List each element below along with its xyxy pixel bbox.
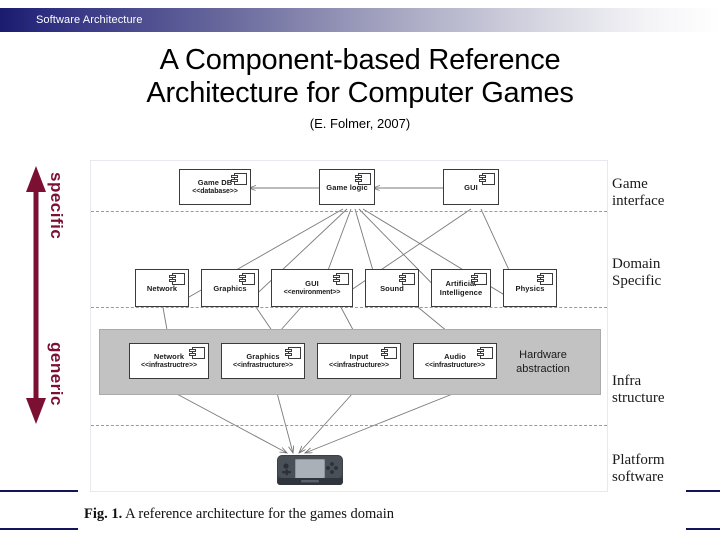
uml-component-icon: [381, 347, 397, 359]
component-name: Network: [146, 283, 178, 293]
layer-caption-line-1: Platform: [612, 452, 665, 468]
component-graphics-infrastructure[interactable]: Graphics <<infrastructure>>: [221, 343, 305, 379]
component-graphics-domain[interactable]: Graphics: [201, 269, 259, 307]
layer-caption-domain-specific: Domain Specific: [612, 256, 661, 290]
layer-caption-line-1: Game: [612, 176, 648, 192]
uml-component-icon: [537, 273, 553, 285]
uml-component-icon: [169, 273, 185, 285]
component-audio-infrastructure[interactable]: Audio <<infrastructure>>: [413, 343, 497, 379]
footer-rule-right-top: [686, 490, 720, 492]
figure-caption-text: A reference architecture for the games d…: [122, 506, 395, 522]
layer-divider-domain-specific: [91, 307, 607, 308]
component-name: Input: [349, 352, 369, 361]
layer-divider-game-interface: [91, 211, 607, 212]
uml-component-icon: [477, 347, 493, 359]
component-input-infrastructure[interactable]: Input <<infrastructure>>: [317, 343, 401, 379]
header-bar: Software Architecture: [0, 8, 720, 32]
layer-caption-line-1: Domain: [612, 256, 661, 272]
component-name: Network: [153, 352, 185, 361]
layer-caption-line-2: structure: [612, 390, 665, 406]
component-network-infrastructure[interactable]: Network <<infrastructre>>: [129, 343, 209, 379]
component-artificial-intelligence[interactable]: Artificial Intelligence: [431, 269, 491, 307]
uml-component-icon: [471, 273, 487, 285]
component-stereotype: <<database>>: [192, 188, 238, 195]
handheld-console-icon: [277, 453, 343, 487]
component-name: Physics: [515, 283, 545, 293]
breadcrumb: Software Architecture: [36, 14, 143, 26]
uml-component-icon: [399, 273, 415, 285]
uml-component-icon: [285, 347, 301, 359]
layer-caption-game-interface: Game interface: [612, 176, 664, 210]
component-name: GUI: [464, 182, 478, 192]
axis-label-specific: specific: [47, 172, 66, 240]
uml-component-icon: [231, 173, 247, 185]
title-citation: (E. Folmer, 2007): [309, 116, 411, 131]
footer-rule-left-top: [0, 490, 78, 492]
figure-caption: Fig. 1. A reference architecture for the…: [84, 506, 394, 523]
component-gui-environment[interactable]: GUI <<environment>>: [271, 269, 353, 307]
layer-caption-line-1: Infra: [612, 373, 642, 389]
layer-caption-line-2: interface: [612, 193, 665, 209]
component-network-domain[interactable]: Network: [135, 269, 189, 307]
uml-component-icon: [333, 273, 349, 285]
component-stereotype: <<environment>>: [283, 289, 341, 296]
footer-rule-left-bottom: [0, 528, 78, 530]
component-stereotype: <<infrastructure>>: [328, 362, 390, 369]
hw-label-line-1: Hardware: [519, 349, 567, 361]
layer-divider-infrastructure: [91, 425, 607, 426]
title-line-2: Architecture for Computer Games: [146, 77, 574, 109]
hardware-abstraction-label: Hardware abstraction: [500, 348, 586, 376]
component-name: Game DB: [197, 178, 233, 187]
layer-caption-line-2: software: [612, 469, 664, 485]
uml-component-icon: [479, 173, 495, 185]
specific-generic-axis-arrow: [26, 166, 46, 424]
uml-component-icon: [239, 273, 255, 285]
component-name-line-1: Artificial: [445, 279, 477, 288]
title-line-1: A Component-based Reference: [159, 44, 561, 76]
component-stereotype: <<infrastructure>>: [424, 362, 486, 369]
component-physics-domain[interactable]: Physics: [503, 269, 557, 307]
footer-rule-right-bottom: [686, 528, 720, 530]
uml-component-icon: [355, 173, 371, 185]
uml-component-icon: [189, 347, 205, 359]
component-stereotype: <<infrastructre>>: [141, 362, 197, 369]
component-sound-domain[interactable]: Sound: [365, 269, 419, 307]
component-name: Graphics: [246, 352, 280, 361]
component-name-line-2: Intelligence: [439, 288, 483, 297]
component-name: Graphics: [213, 283, 247, 293]
component-game-logic[interactable]: Game logic: [319, 169, 375, 205]
layer-caption-line-2: Specific: [612, 273, 662, 289]
axis-label-generic: generic: [47, 342, 66, 406]
component-gui-top[interactable]: GUI: [443, 169, 499, 205]
hw-label-line-2: abstraction: [516, 363, 570, 375]
layer-caption-platform-software: Platform software: [612, 452, 665, 486]
page-title: A Component-based Reference Architecture…: [0, 44, 720, 131]
component-game-db[interactable]: Game DB <<database>>: [179, 169, 251, 205]
layer-caption-infrastructure: Infra structure: [612, 373, 664, 407]
component-name: Sound: [380, 283, 404, 293]
component-name: Game logic: [326, 182, 368, 192]
reference-architecture-figure: Hardware abstraction Game DB <<database>…: [90, 160, 608, 492]
component-name: GUI: [305, 279, 319, 288]
component-stereotype: <<infrastructure>>: [232, 362, 294, 369]
component-name: Audio: [444, 352, 466, 361]
figure-caption-label: Fig. 1.: [84, 506, 123, 522]
